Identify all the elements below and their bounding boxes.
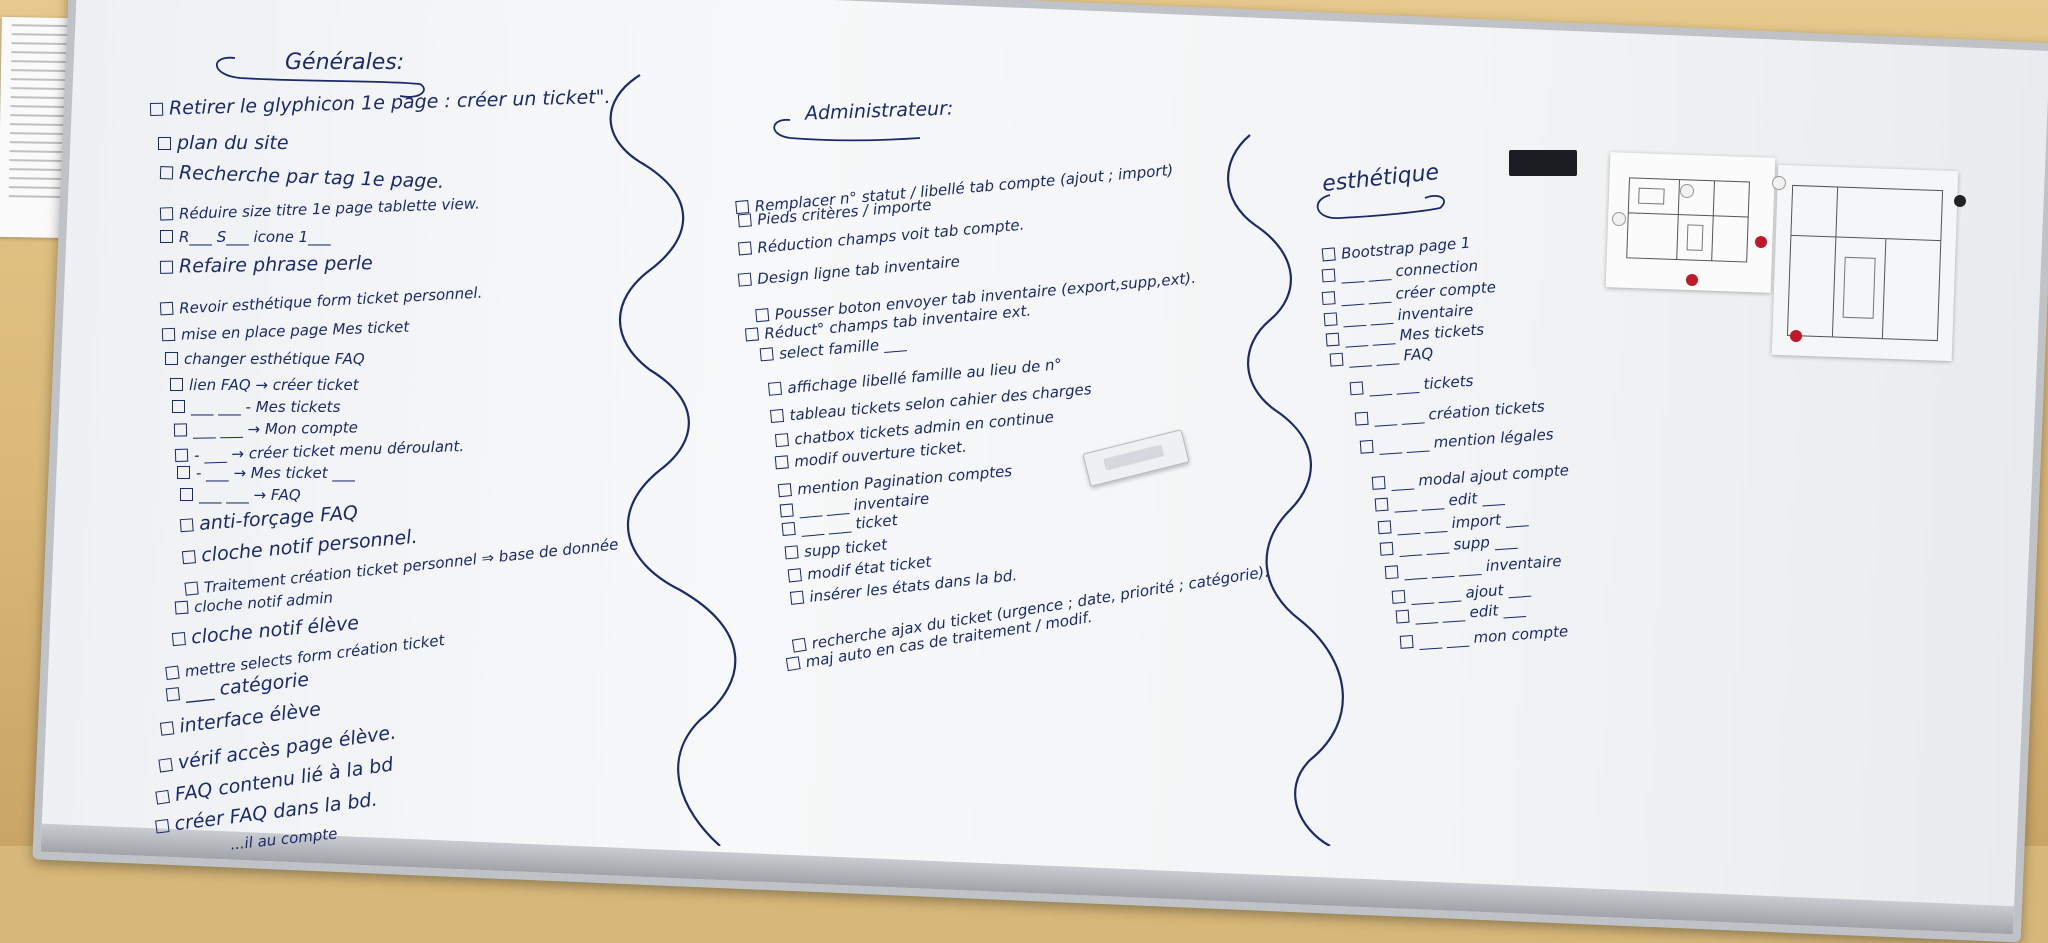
magnet-white [1772,176,1786,190]
checkbox [737,272,752,287]
checkbox [791,637,807,653]
magnet-black [1954,195,1966,207]
checkbox [787,568,802,583]
checkbox [165,665,180,681]
dark-magnet-bar [1509,150,1577,176]
generales-item: ___ ___ → Mon compte [173,418,358,439]
checkbox [159,207,174,221]
checkbox [1321,291,1336,306]
magnet-red [1755,236,1767,248]
checkbox [158,137,171,150]
generales-item: Refaire phrase perle [159,252,373,278]
divider-wave-right [1227,134,1344,846]
checkbox [1325,332,1340,347]
checkbox [171,632,186,647]
generales-item: ___ ___ → FAQ [180,486,301,504]
checkbox [160,230,173,243]
checkbox [737,213,752,228]
checkbox [170,378,183,391]
checkbox [159,260,174,274]
checkbox [1395,609,1410,624]
checkbox [1323,312,1338,327]
checkbox [1371,475,1386,490]
floor-plan-drawing-1 [1626,177,1750,263]
checkbox [155,819,170,834]
floor-plan-sheet-2 [1771,164,1959,362]
checkbox [737,241,753,256]
checkbox [1359,439,1374,454]
checkbox [1379,541,1394,556]
checkbox [159,166,174,180]
checkbox [785,656,801,672]
checkbox [779,503,794,518]
administrateur-title-swirl [773,119,921,142]
checkbox [165,687,181,702]
generales-title-swirl [216,56,425,98]
checkbox [177,466,190,479]
checkbox [744,327,760,342]
generales-item: R___ S___ icone 1___ [160,228,331,246]
checkbox [159,301,174,316]
checkbox [173,423,188,437]
checkbox [1321,247,1336,262]
checkbox [1399,634,1414,649]
checkbox [161,327,176,342]
eraser-grip [1103,444,1165,471]
generales-item: - ___ → Mes ticket ___ [177,464,355,482]
divider-wave-left [609,74,737,846]
checkbox [774,433,790,448]
generales-item: lien FAQ → créer ticket [170,376,359,394]
checkbox [1329,352,1344,367]
checkbox [1349,381,1364,396]
magnet-red [1790,330,1802,342]
checkbox [184,581,199,596]
checkbox [774,455,789,470]
checkbox [770,408,785,424]
checkbox [172,400,185,413]
magnet-white [1612,212,1626,226]
checkbox [789,590,805,605]
checkbox [1384,565,1399,580]
generales-item: changer esthétique FAQ [165,350,365,368]
checkbox [759,347,774,362]
checkbox [1377,520,1392,535]
floor-plan-sheet-1 [1605,152,1776,293]
checkbox [174,600,189,615]
checkbox [155,789,171,805]
checkbox [1374,497,1389,512]
divider-lines [216,56,1445,846]
checkbox [149,102,164,117]
checkbox [1354,411,1369,426]
checkbox [179,518,194,533]
checkbox [755,308,770,323]
checkbox [784,545,799,560]
generales-item: plan du site [158,132,289,154]
checkbox [174,448,189,463]
generales-title: Générales: [285,50,405,75]
checkbox [1391,589,1406,604]
checkbox [165,352,178,365]
generales-item: ___ ___ - Mes tickets [172,398,340,416]
checkbox [158,757,174,773]
checkbox [159,721,175,736]
checkbox [781,521,796,537]
magnet-white [1680,184,1694,198]
checkbox [767,381,783,396]
checkbox [181,550,197,565]
checkbox [777,483,792,498]
magnet-red [1686,274,1698,286]
esthetique-title-swirl [1316,194,1445,219]
checkbox [1321,268,1336,283]
floor-plan-drawing-2 [1786,184,1944,342]
checkbox [180,488,193,501]
